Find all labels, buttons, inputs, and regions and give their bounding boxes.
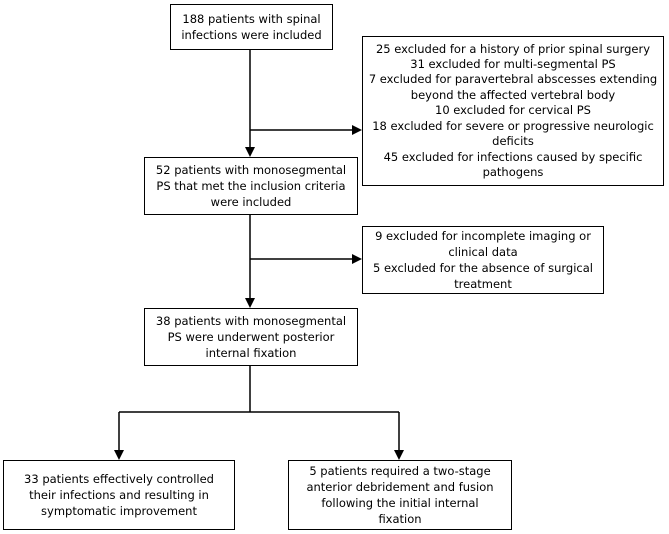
box-posterior-fixation: 38 patients with monosegmental PS were u…: [144, 308, 358, 366]
box-infection-controlled: 33 patients effectively controlled their…: [3, 460, 235, 530]
box-two-stage-line-2: anterior debridement and fusion: [306, 480, 494, 494]
exclusion-1-line-4: beyond the affected vertebral body: [410, 87, 616, 102]
box-fixation-line-3: internal fixation: [205, 346, 297, 360]
exclusion-2-line-3: 5 excluded for the absence of surgical: [373, 261, 593, 275]
box-exclusions-second: 9 excluded for incomplete imaging or cli…: [362, 226, 604, 294]
box-patients-included-line-2: infections were included: [181, 28, 322, 42]
box-monosegmental-line-3: were included: [210, 195, 292, 209]
box-controlled-line-2: their infections and resulting in: [29, 488, 209, 502]
exclusion-1-line-6: 18 excluded for severe or progressive ne…: [372, 118, 654, 133]
box-exclusions-first: 25 excluded for a history of prior spina…: [362, 36, 664, 186]
exclusion-1-line-9: pathogens: [482, 164, 544, 179]
exclusion-1-line-1: 25 excluded for a history of prior spina…: [375, 41, 651, 56]
box-controlled-line-1: 33 patients effectively controlled: [24, 472, 214, 486]
exclusion-1-line-3: 7 excluded for paravertebral abscesses e…: [368, 72, 658, 87]
exclusion-1-line-5: 10 excluded for cervical PS: [435, 103, 591, 118]
exclusion-1-line-2: 31 excluded for multi-segmental PS: [410, 57, 616, 72]
exclusion-1-line-8: 45 excluded for infections caused by spe…: [383, 149, 643, 164]
box-two-stage-line-1: 5 patients required a two-stage: [309, 464, 491, 478]
box-fixation-line-2: PS were underwent posterior: [167, 330, 335, 344]
exclusion-2-line-2: clinical data: [448, 245, 518, 259]
box-two-stage-line-3: following the initial internal: [321, 496, 479, 510]
exclusion-1-line-7: deficits: [492, 134, 534, 149]
box-monosegmental-line-1: 52 patients with monosegmental: [155, 163, 347, 177]
box-controlled-line-3: symptomatic improvement: [41, 504, 197, 518]
exclusion-2-line-1: 9 excluded for incomplete imaging or: [375, 229, 591, 243]
box-patients-included: 188 patients with spinal infections were…: [170, 4, 333, 50]
box-two-stage-surgery: 5 patients required a two-stage anterior…: [288, 460, 512, 530]
box-patients-included-line-1: 188 patients with spinal: [182, 12, 321, 26]
box-monosegmental-line-2: PS that met the inclusion criteria: [156, 179, 346, 193]
box-two-stage-line-4: fixation: [378, 512, 422, 526]
exclusion-2-line-4: treatment: [454, 277, 512, 291]
box-monosegmental-included: 52 patients with monosegmental PS that m…: [144, 157, 358, 215]
box-fixation-line-1: 38 patients with monosegmental: [155, 314, 347, 328]
